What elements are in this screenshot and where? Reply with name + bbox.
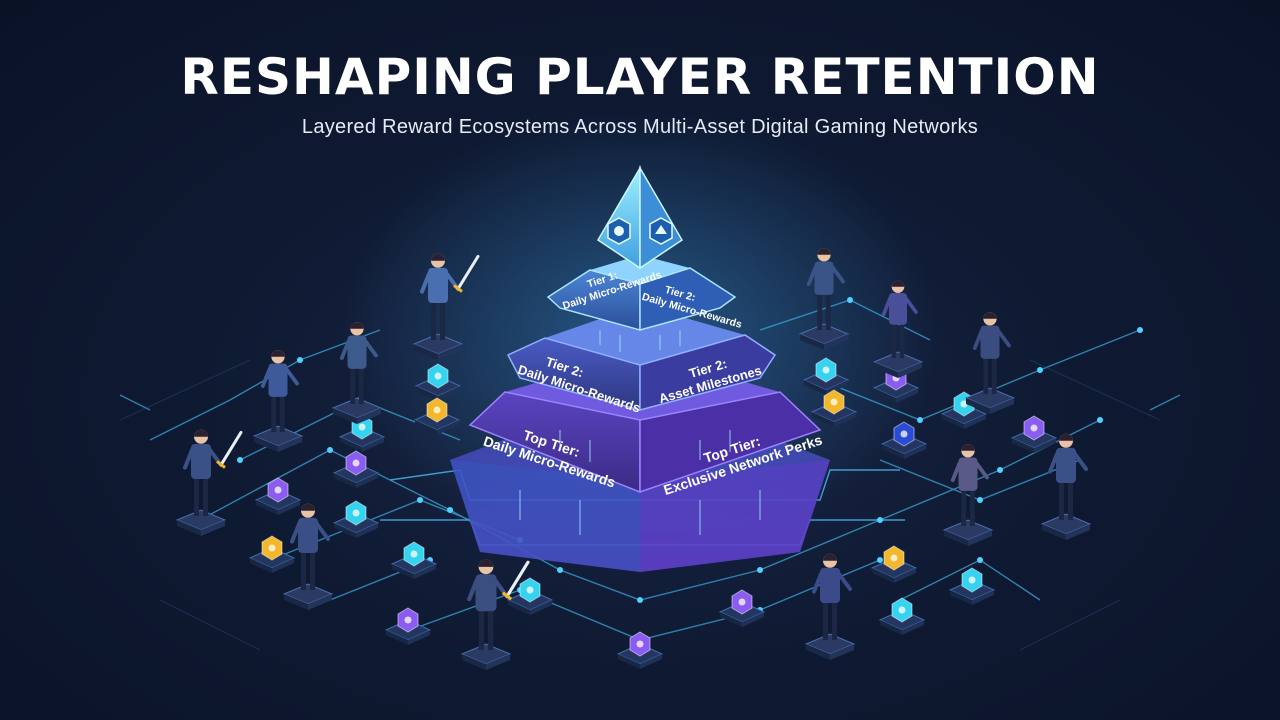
reward-tile xyxy=(948,567,996,605)
reward-tile xyxy=(940,391,988,429)
network-node xyxy=(1097,417,1103,423)
reward-tile xyxy=(390,541,438,579)
coin-icon xyxy=(883,545,905,571)
player-figure xyxy=(331,322,383,424)
player-figure xyxy=(282,503,334,610)
coin-icon xyxy=(261,535,283,561)
reward-tile xyxy=(332,450,380,488)
badge-icon xyxy=(427,363,449,389)
reward-tile xyxy=(338,414,386,452)
card-icon xyxy=(403,541,425,567)
player-figure xyxy=(942,444,994,546)
players xyxy=(175,248,1092,670)
card-icon xyxy=(629,631,651,657)
reward-tiles xyxy=(248,357,1058,669)
network-node xyxy=(977,497,983,503)
network-node xyxy=(997,467,1003,473)
network-node xyxy=(877,517,883,523)
network-node xyxy=(877,557,883,563)
network-node xyxy=(847,297,853,303)
reward-tile xyxy=(332,500,380,538)
player-figure xyxy=(252,350,304,452)
player-figure xyxy=(804,553,856,660)
reward-tile xyxy=(718,589,766,627)
network-node xyxy=(447,507,453,513)
player-figure xyxy=(1040,433,1092,540)
player-figure xyxy=(460,559,530,670)
network-node xyxy=(977,557,983,563)
gem-icon xyxy=(345,500,367,526)
player-figure xyxy=(412,253,480,360)
reward-tile xyxy=(413,397,461,435)
shield-icon xyxy=(267,477,289,503)
reward-tile xyxy=(414,363,462,401)
player-figure xyxy=(872,280,924,378)
badge-icon xyxy=(961,567,983,593)
player-figure xyxy=(964,312,1016,414)
player-figure xyxy=(798,248,850,350)
reward-pyramid: Tier 1: Daily Micro-Rewards Tier 2: Dail… xyxy=(450,165,830,572)
network-node xyxy=(1137,327,1143,333)
player-figure xyxy=(175,429,243,536)
shield-icon xyxy=(731,589,753,615)
coin-icon xyxy=(823,389,845,415)
reward-tile xyxy=(384,607,432,645)
network-node xyxy=(327,447,333,453)
reward-tile xyxy=(254,477,302,515)
reward-tile xyxy=(802,357,850,395)
reward-tile xyxy=(506,577,554,615)
badge-icon xyxy=(519,577,541,603)
reward-tile xyxy=(248,535,296,573)
card-icon xyxy=(815,357,837,383)
shield-icon xyxy=(397,607,419,633)
network-node xyxy=(417,497,423,503)
gem-icon xyxy=(893,421,915,447)
network-node xyxy=(557,567,563,573)
network-node xyxy=(757,567,763,573)
apex-left-emblem-icon xyxy=(607,217,631,245)
badge-icon xyxy=(1023,415,1045,441)
coin-icon xyxy=(426,397,448,423)
network-node xyxy=(237,457,243,463)
card-icon xyxy=(345,450,367,476)
network-node xyxy=(917,417,923,423)
gem-icon xyxy=(891,597,913,623)
reward-tile xyxy=(810,389,858,427)
reward-tile xyxy=(870,545,918,583)
network-node xyxy=(637,597,643,603)
reward-tile xyxy=(878,597,926,635)
reward-tile xyxy=(880,421,928,459)
network-node xyxy=(297,357,303,363)
network-node xyxy=(1037,367,1043,373)
reward-tile xyxy=(1010,415,1058,453)
apex-right-emblem-icon xyxy=(649,217,673,245)
page-title: RESHAPING PLAYER RETENTION xyxy=(180,48,1100,106)
reward-tile xyxy=(616,631,664,669)
